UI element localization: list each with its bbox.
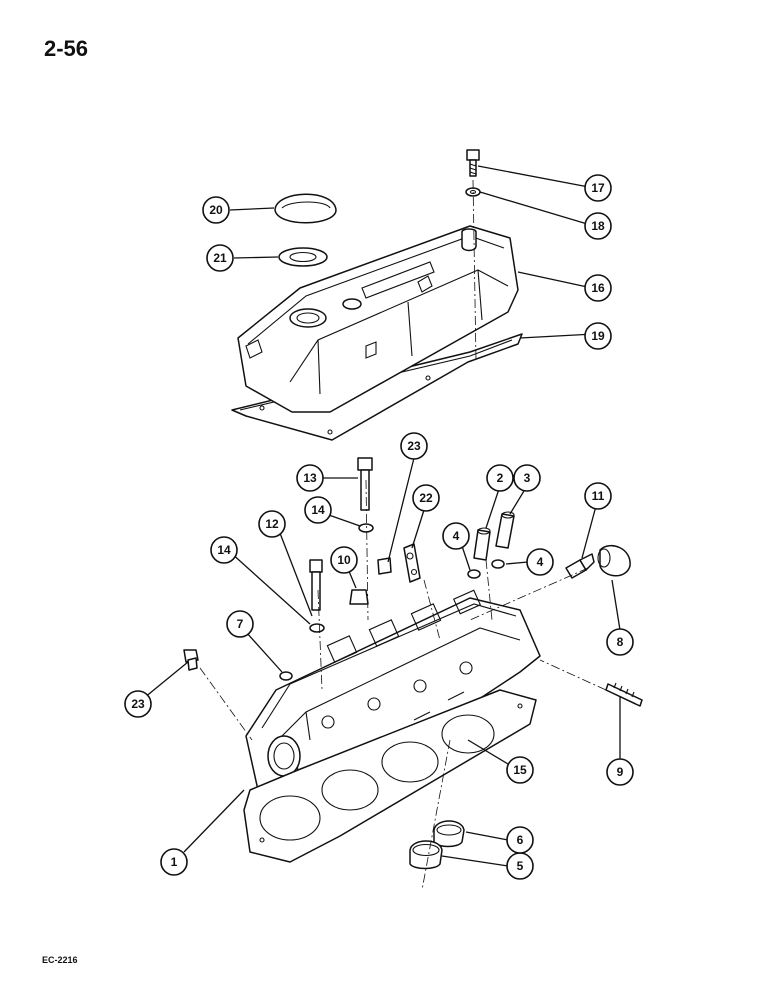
- page-number: 2-56: [44, 36, 89, 61]
- sealing-ring-upper: [433, 820, 465, 848]
- callout-label: 8: [617, 635, 624, 649]
- callout-14-upper: 14: [304, 496, 332, 524]
- rocker-cover: [237, 225, 519, 413]
- callout-17: 17: [584, 174, 612, 202]
- callout-20: 20: [202, 196, 230, 224]
- callout-label: 13: [303, 471, 317, 485]
- rocker-cover-washer: [465, 187, 481, 197]
- callout-10: 10: [330, 546, 358, 574]
- callout-23-right: 23: [400, 432, 428, 460]
- filler-cap: [274, 193, 337, 224]
- callout-label: 4: [537, 555, 544, 569]
- core-plug: [597, 545, 631, 577]
- cylinder-head-gasket: [243, 689, 537, 863]
- center-lines: [199, 179, 607, 891]
- callout-13: 13: [296, 464, 324, 492]
- callout-18: 18: [584, 212, 612, 240]
- callout-2: 2: [486, 464, 514, 492]
- callout-label: 3: [524, 471, 531, 485]
- sealing-ring-b: [491, 559, 505, 569]
- callout-label: 21: [213, 251, 227, 265]
- lifting-bracket: [403, 543, 421, 583]
- callout-label: 16: [591, 281, 605, 295]
- callout-label: 14: [217, 543, 231, 557]
- callout-label: 10: [337, 553, 351, 567]
- callout-label: 20: [209, 203, 223, 217]
- long-head-bolt: [357, 457, 373, 511]
- callout-label: 22: [419, 491, 433, 505]
- callout-12: 12: [258, 510, 286, 538]
- callout-5: 5: [506, 852, 534, 880]
- callout-4-left: 4: [442, 522, 470, 550]
- dowel-sleeve-b: [495, 511, 515, 549]
- sealing-ring-a: [467, 569, 481, 579]
- callout-label: 14: [311, 503, 325, 517]
- temperature-sender: [565, 553, 595, 579]
- callout-label: 9: [617, 765, 624, 779]
- callout-label: 17: [591, 181, 605, 195]
- callout-6: 6: [506, 826, 534, 854]
- callout-label: 23: [407, 439, 421, 453]
- callout-9: 9: [606, 758, 634, 786]
- callout-label: 12: [265, 517, 279, 531]
- callout-label: 19: [591, 329, 605, 343]
- callout-label: 18: [591, 219, 605, 233]
- callout-7: 7: [226, 610, 254, 638]
- short-head-bolt: [309, 559, 323, 611]
- sealing-ring-lower: [409, 840, 443, 870]
- callout-label: 4: [453, 529, 460, 543]
- callout-label: 11: [592, 489, 605, 503]
- head-bolt-washer-upper: [358, 523, 374, 533]
- callout-16: 16: [584, 274, 612, 302]
- leader-lines: [143, 165, 621, 867]
- callout-3: 3: [513, 464, 541, 492]
- document-code: EC-2216: [42, 955, 78, 965]
- callout-19: 19: [584, 322, 612, 350]
- dowel-sleeve-a: [473, 527, 491, 561]
- callout-4-right: 4: [526, 548, 554, 576]
- callout-23-left: 23: [124, 690, 152, 718]
- callout-21: 21: [206, 244, 234, 272]
- callout-22: 22: [412, 484, 440, 512]
- callout-label: 23: [131, 697, 145, 711]
- callout-label: 2: [497, 471, 504, 485]
- callout-label: 1: [171, 855, 178, 869]
- rocker-cover-bolt: [466, 149, 480, 177]
- head-bolt-washer-lower: [309, 623, 325, 633]
- callout-15: 15: [506, 756, 534, 784]
- callout-14-lower: 14: [210, 536, 238, 564]
- callout-8: 8: [606, 628, 634, 656]
- bolt-right: [377, 557, 392, 575]
- callout-label: 15: [513, 763, 527, 777]
- expansion-plug: [279, 671, 293, 681]
- filler-cap-seal: [278, 247, 328, 267]
- callout-label: 6: [517, 833, 524, 847]
- bolt-left: [183, 649, 199, 671]
- callout-1: 1: [160, 848, 188, 876]
- core-plug-small: [349, 589, 369, 605]
- stud: [605, 682, 643, 707]
- callout-label: 7: [237, 617, 244, 631]
- callout-11: 11: [584, 482, 612, 510]
- callout-label: 5: [517, 859, 524, 873]
